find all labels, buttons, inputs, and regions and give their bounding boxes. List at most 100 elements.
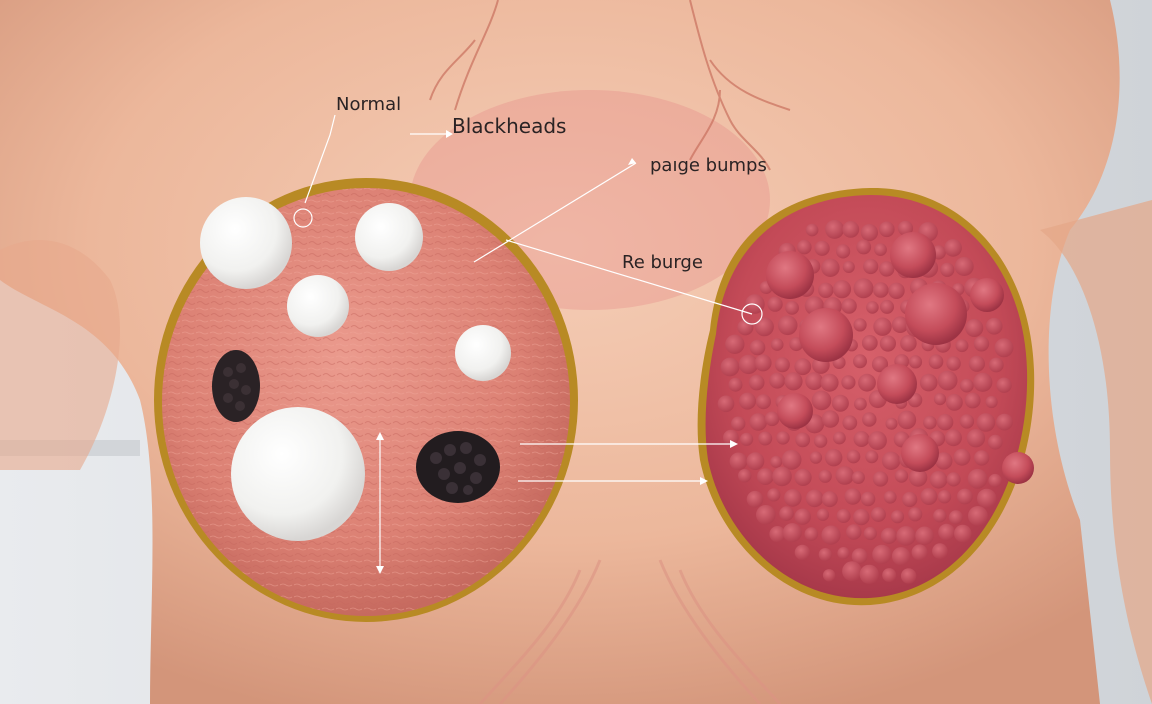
small-bump — [754, 317, 774, 337]
normal-marker — [293, 208, 313, 228]
small-bump — [987, 434, 1003, 450]
small-bump — [891, 547, 911, 566]
small-bump — [897, 410, 917, 430]
small-bump — [988, 357, 1004, 373]
small-bump — [968, 506, 988, 526]
annotation-lines — [304, 114, 753, 570]
small-bump — [928, 354, 944, 370]
left-arm-shadow — [0, 240, 120, 470]
small-bump — [973, 336, 990, 352]
whitehead — [287, 275, 349, 337]
small-bump — [816, 508, 830, 521]
small-bump — [818, 469, 832, 483]
small-bump — [836, 244, 851, 259]
small-bump — [865, 450, 879, 464]
veins — [429, 0, 791, 171]
small-bump — [870, 507, 886, 522]
small-bump — [767, 296, 783, 312]
small-bump — [821, 410, 840, 428]
blackhead — [212, 350, 260, 422]
small-bump — [860, 491, 876, 507]
small-bump — [932, 543, 948, 559]
small-bump — [746, 452, 765, 471]
small-bump — [749, 339, 766, 356]
large-bump — [901, 434, 939, 472]
small-bump — [784, 489, 802, 507]
small-bump — [739, 392, 756, 410]
small-bump — [842, 415, 858, 431]
large-bump — [970, 278, 1004, 312]
small-bump — [911, 544, 928, 561]
small-bump — [872, 471, 889, 487]
small-bump — [937, 370, 958, 391]
small-bump — [853, 431, 870, 447]
normal-leader — [304, 114, 336, 204]
small-bump — [813, 434, 828, 448]
small-bump — [872, 544, 892, 565]
small-bump — [837, 547, 850, 560]
large-bump — [766, 251, 814, 299]
large-bump — [799, 308, 853, 362]
small-bump — [936, 414, 954, 431]
large-bump — [905, 283, 967, 345]
right-arm-shadow — [1040, 200, 1152, 704]
small-bump — [860, 224, 879, 242]
small-bump — [908, 355, 923, 369]
small-bump — [756, 505, 776, 525]
arrowhead — [628, 158, 636, 165]
small-bump — [723, 429, 739, 446]
small-bump — [977, 488, 997, 509]
small-bump — [944, 239, 962, 257]
small-bump — [776, 431, 790, 445]
label-re-burge: Re burge — [622, 252, 703, 273]
small-bump — [818, 282, 834, 298]
small-bump — [782, 523, 802, 543]
small-bump — [846, 524, 862, 540]
small-bump — [833, 431, 846, 445]
small-bump — [717, 395, 735, 413]
small-bump — [794, 468, 812, 486]
small-bump — [725, 334, 745, 354]
small-bump — [831, 394, 849, 412]
small-bump — [946, 356, 961, 371]
small-bump — [728, 377, 743, 392]
small-bump — [853, 508, 870, 526]
small-bump — [973, 372, 993, 392]
small-bump — [866, 301, 879, 314]
small-bump — [908, 507, 923, 522]
small-bump — [851, 471, 865, 484]
small-bump — [842, 261, 855, 273]
small-bump — [948, 510, 964, 525]
whitehead — [455, 325, 511, 381]
small-bump — [908, 468, 928, 487]
arrowhead — [730, 440, 738, 448]
small-bump — [749, 413, 768, 431]
small-bump — [933, 393, 947, 406]
small-bump — [885, 417, 898, 430]
small-bump — [900, 335, 917, 352]
small-bump — [888, 282, 905, 299]
small-bump — [985, 395, 998, 409]
small-bump — [937, 490, 952, 504]
small-bump — [856, 239, 872, 255]
small-bump — [764, 411, 780, 427]
large-bump — [877, 364, 917, 404]
label-blackheads: Blackheads — [452, 114, 567, 138]
label-normal: Normal — [336, 94, 402, 115]
small-bump — [767, 488, 781, 502]
small-bump — [988, 473, 1002, 488]
small-bump — [859, 564, 879, 584]
small-bump — [738, 354, 759, 375]
small-bump — [881, 451, 901, 470]
small-bump — [853, 354, 867, 369]
right-breast-model — [697, 187, 1035, 606]
small-bump — [944, 429, 962, 447]
small-bump — [795, 432, 811, 448]
small-bump — [883, 490, 897, 504]
label-large-bumps: paıge bumps — [650, 155, 767, 176]
small-bump — [835, 466, 855, 485]
small-bump — [805, 223, 819, 237]
small-bump — [929, 471, 948, 489]
small-bump — [957, 488, 973, 505]
